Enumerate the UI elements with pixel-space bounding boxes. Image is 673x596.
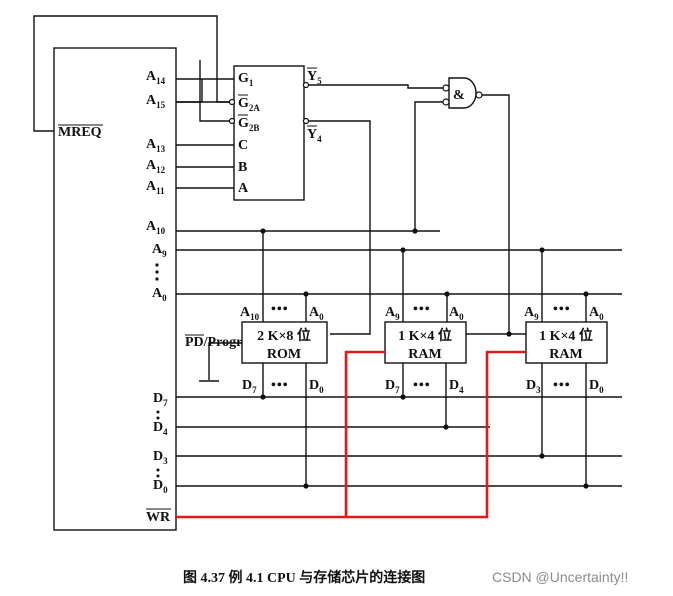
ram1-a0-label: A0: [449, 305, 464, 322]
cpu-a9-label: A9: [152, 242, 167, 259]
rom-capacity: 2 K×8 位: [257, 327, 311, 344]
gate-symbol: &: [453, 88, 465, 103]
ram1-a9-junction: [400, 247, 406, 253]
cpu-a10-label: A10: [146, 219, 166, 236]
ram1-data-ellipsis: •••: [413, 378, 431, 393]
decoder-a-label: A: [238, 181, 249, 196]
gate-input-bubble-2: [442, 98, 450, 106]
y4-wire: [309, 120, 371, 335]
cpu-a15-label: A15: [146, 93, 166, 110]
cpu-a14-label: A14: [146, 69, 166, 86]
ram2-d0-label: D0: [589, 378, 604, 395]
mreq-label: MREQ: [58, 125, 102, 140]
ram1-d7-junction: [400, 394, 406, 400]
a15-wire: [176, 79, 203, 103]
ram1-chip: [384, 321, 467, 364]
ram1-a9-label: A9: [385, 305, 400, 322]
ram2-d3-junction: [539, 453, 545, 459]
gate-out-junction: [506, 331, 512, 337]
ram2-data-ellipsis: •••: [553, 378, 571, 393]
a10-gate-wire: [414, 101, 443, 231]
y4-bubble: [302, 117, 310, 125]
rom-a0-label: A0: [309, 305, 324, 322]
decoder-y5-label: Y5: [307, 69, 322, 86]
wr-to-ram2-line: [346, 350, 526, 519]
decoder-c-label: C: [238, 138, 248, 153]
gate-output-bubble: [475, 91, 483, 99]
rom-d0-label: D0: [309, 378, 324, 395]
rom-a10-label: A10: [240, 305, 260, 322]
ram1-d4-junction: [443, 424, 449, 430]
cpu-block: [53, 47, 177, 531]
ram1-type: RAM: [408, 347, 441, 362]
ram2-chip: [525, 321, 608, 364]
cpu-data-ellipsis-top: [156, 410, 160, 420]
ram2-type: RAM: [549, 347, 582, 362]
cpu-a13-label: A13: [146, 137, 166, 154]
g2b-wire: [199, 60, 230, 122]
cpu-data-ellipsis-bottom: [156, 468, 160, 478]
cpu-a11-label: A11: [146, 179, 165, 196]
cpu-d4-label: D4: [153, 420, 168, 437]
ram2-a0-junction: [583, 291, 589, 297]
cpu-wr-label: WR: [146, 510, 171, 525]
ram2-addr-ellipsis: •••: [553, 302, 571, 317]
a10-gate-junction: [412, 228, 418, 234]
g2b-bubble: [228, 117, 236, 125]
y5-wire: [309, 84, 443, 89]
cpu-addr-ellipsis: [155, 263, 159, 281]
ram1-d4-label: D4: [449, 378, 464, 395]
ram2-d0-junction: [583, 483, 589, 489]
pd-wire: [208, 342, 242, 380]
decoder-g2b-label: G2B: [238, 116, 259, 133]
ram2-a9-label: A9: [524, 305, 539, 322]
rom-type: ROM: [267, 347, 301, 362]
decoder-y4-label: Y4: [307, 127, 322, 144]
decoder-g2a-label: G2A: [238, 96, 260, 113]
ram2-capacity: 1 K×4 位: [539, 327, 593, 344]
rom-data-ellipsis: •••: [271, 378, 289, 393]
gate-input-bubble-1: [442, 84, 450, 92]
ram1-addr-ellipsis: •••: [413, 302, 431, 317]
rom-d7-label: D7: [242, 378, 257, 395]
ram2-a0-label: A0: [589, 305, 604, 322]
cpu-d0-label: D0: [153, 478, 168, 495]
decoder-g1-label: G1: [238, 71, 254, 88]
g2a-bubble: [228, 98, 236, 106]
rom-a0-junction: [303, 291, 309, 297]
y5-bubble: [302, 81, 310, 89]
cpu-d7-label: D7: [153, 391, 168, 408]
gate-out-wire: [482, 94, 528, 335]
ram1-a0-junction: [444, 291, 450, 297]
ram2-a9-junction: [539, 247, 545, 253]
rom-d0-junction: [303, 483, 309, 489]
figure-caption: 图 4.37 例 4.1 CPU 与存储芯片的连接图: [183, 569, 425, 586]
decoder-block: [233, 65, 305, 201]
cpu-a12-label: A12: [146, 158, 166, 175]
rom-d7-junction: [260, 394, 266, 400]
cpu-a0-label: A0: [152, 286, 167, 303]
watermark: CSDN @Uncertainty!!: [492, 569, 628, 585]
ram1-capacity: 1 K×4 位: [398, 327, 452, 344]
ram2-d3-label: D3: [526, 378, 541, 395]
cpu-d3-label: D3: [153, 449, 168, 466]
wr-to-ram1-line: [176, 350, 385, 519]
rom-addr-ellipsis: •••: [271, 302, 289, 317]
ram1-d7-label: D7: [385, 378, 400, 395]
decoder-b-label: B: [238, 160, 247, 175]
